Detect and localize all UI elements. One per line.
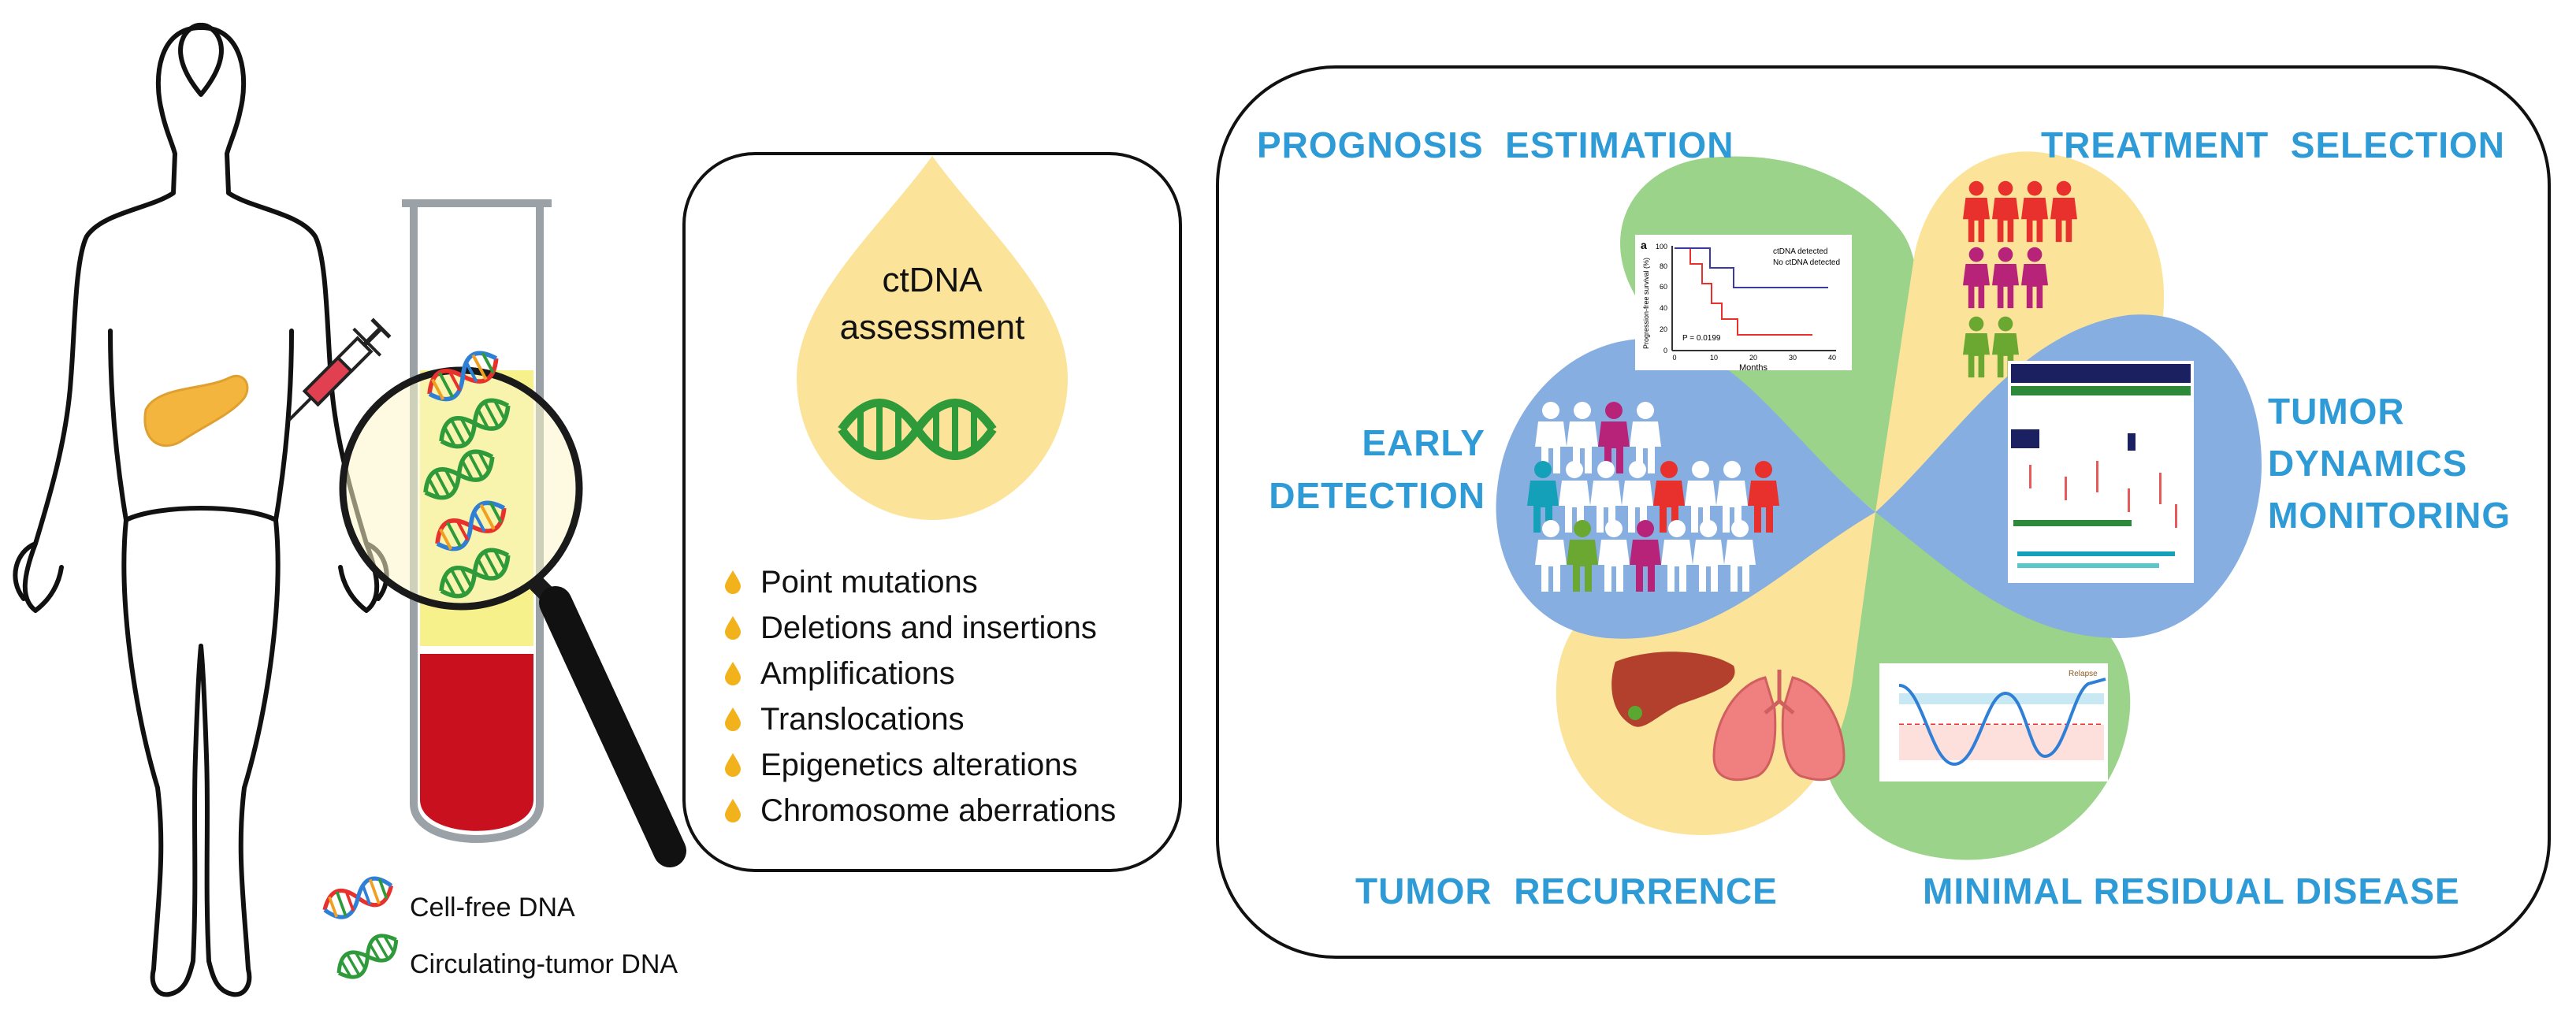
dna-legend: Cell-free DNA Circulating-tumor DNA xyxy=(320,873,678,983)
alteration-item: Deletions and insertions xyxy=(760,611,1097,645)
pancreas-icon xyxy=(143,375,249,447)
mrd-plot: Relapse xyxy=(1879,663,2108,782)
alteration-list: Point mutations Deletions and insertions… xyxy=(725,565,1116,828)
legend-cell-free: Cell-free DNA xyxy=(410,893,575,923)
label-tumor-dyn-2: DYNAMICS xyxy=(2268,443,2467,484)
label-early-1: EARLY xyxy=(1362,422,1485,463)
km-ytick: 0 xyxy=(1663,347,1667,355)
magnifier-icon xyxy=(339,346,686,867)
liver-icon xyxy=(1611,652,1735,727)
km-legend-detected: ctDNA detected xyxy=(1773,247,1827,256)
km-ylabel: Progression-free survival (%) xyxy=(1642,258,1650,349)
ctdna-title-2: assessment xyxy=(840,308,1025,347)
legend-ctdna: Circulating-tumor DNA xyxy=(410,949,678,979)
ctdna-icon xyxy=(333,929,402,983)
cell-free-dna-icon xyxy=(320,873,396,922)
label-prognosis: PROGNOSIS ESTIMATION xyxy=(1257,124,1734,165)
km-xtick: 30 xyxy=(1789,354,1797,362)
label-tumor-dyn-1: TUMOR xyxy=(2268,391,2405,432)
km-legend-not-detected: No ctDNA detected xyxy=(1773,258,1840,267)
alteration-item: Point mutations xyxy=(760,565,978,600)
ctdna-title-1: ctDNA xyxy=(882,261,983,299)
km-ytick: 80 xyxy=(1660,262,1667,270)
km-panel-letter: a xyxy=(1641,239,1647,251)
alteration-item: Chromosome aberrations xyxy=(760,793,1116,828)
alteration-item: Translocations xyxy=(760,702,965,737)
label-early-2: DETECTION xyxy=(1269,475,1485,516)
lungs-icon xyxy=(1712,670,1846,782)
label-treatment: TREATMENT SELECTION xyxy=(2041,124,2505,165)
km-xtick: 40 xyxy=(1828,354,1836,362)
tumor-dynamics-heatmap xyxy=(2008,361,2194,583)
label-recurrence: TUMOR RECURRENCE xyxy=(1355,871,1778,911)
alteration-item: Epigenetics alterations xyxy=(760,748,1077,782)
km-xtick: 10 xyxy=(1710,354,1718,362)
km-xtick: 20 xyxy=(1749,354,1757,362)
alteration-item: Amplifications xyxy=(760,656,955,691)
blood-layer xyxy=(420,654,533,831)
km-xtick: 0 xyxy=(1672,354,1676,362)
syringe-icon xyxy=(288,317,392,421)
km-ytick: 20 xyxy=(1660,325,1667,333)
label-tumor-dyn-3: MONITORING xyxy=(2268,495,2511,536)
km-xlabel: Months xyxy=(1739,363,1768,373)
km-pvalue: P = 0.0199 xyxy=(1682,334,1721,343)
km-ytick: 40 xyxy=(1660,304,1667,312)
km-survival-plot: a ctDNA detected No ctDNA detected P = 0… xyxy=(1635,235,1852,373)
petal-treatment xyxy=(1875,151,2165,512)
label-mrd: MINIMAL RESIDUAL DISEASE xyxy=(1923,871,2460,911)
km-ytick: 60 xyxy=(1660,283,1667,291)
mrd-relapse: Relapse xyxy=(2069,670,2098,678)
human-body-outline xyxy=(13,22,389,997)
km-ytick: 100 xyxy=(1656,243,1667,251)
ctdna-drop-shape xyxy=(797,156,1068,520)
